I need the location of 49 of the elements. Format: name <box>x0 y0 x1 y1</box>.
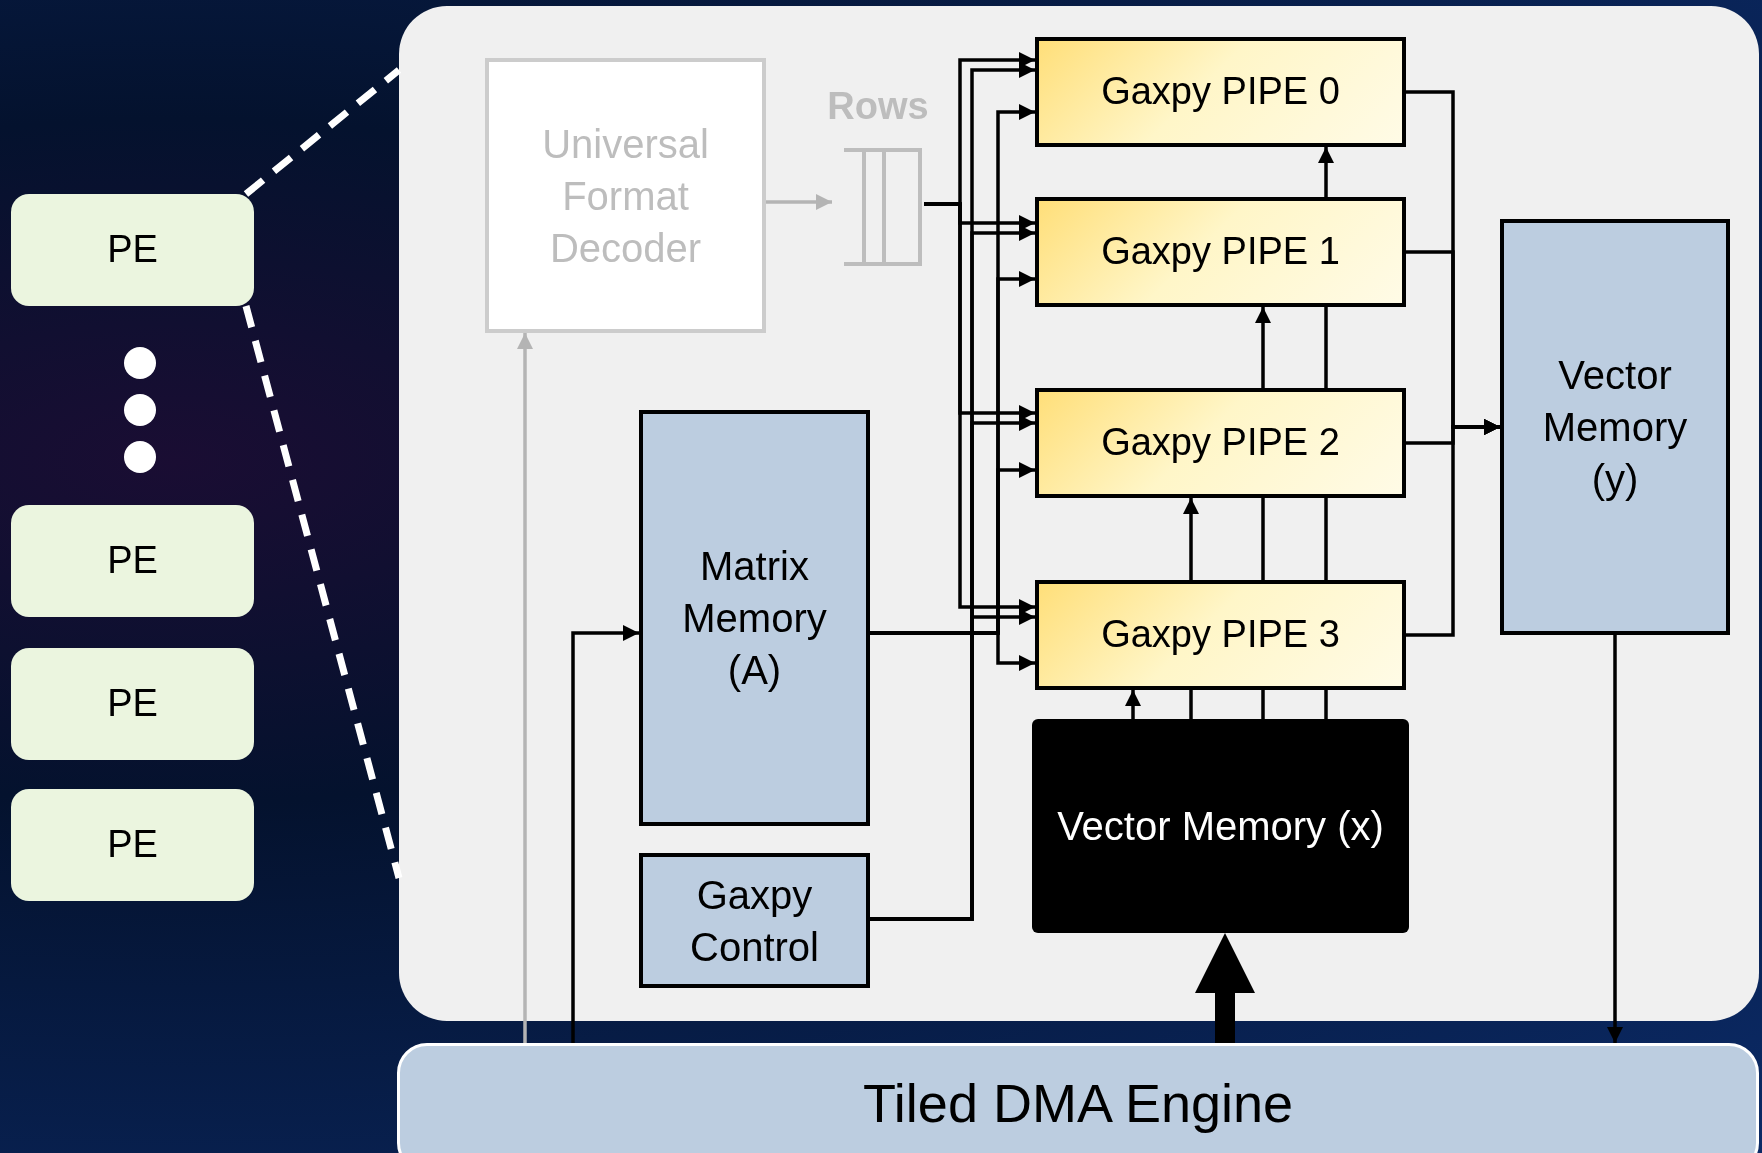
arrow <box>571 625 639 1043</box>
pipe-block <box>1035 37 1406 147</box>
arrow <box>1607 635 1623 1043</box>
block-label: Vector Memory (y) <box>1541 352 1689 503</box>
arrow <box>766 194 832 210</box>
dashed-zoom-line <box>243 67 402 197</box>
thick-arrow <box>1195 933 1255 1043</box>
pipe-block <box>1035 197 1406 307</box>
arrow <box>1318 147 1334 197</box>
decoder-block <box>485 58 766 333</box>
block-label: PE <box>107 681 158 727</box>
block-label: Gaxpy Control <box>689 871 820 971</box>
pe-box <box>11 789 254 901</box>
block-label: Matrix Memory (A) <box>681 543 828 694</box>
memory-block <box>639 410 870 826</box>
pe-box <box>11 505 254 617</box>
block-label: Tiled DMA Engine <box>862 1072 1294 1135</box>
connector-line <box>1324 498 1328 580</box>
memory-block <box>1500 219 1730 635</box>
connector-line <box>1261 498 1265 580</box>
arrow <box>1183 498 1199 580</box>
pe-box <box>11 194 254 306</box>
arrow <box>924 202 1035 615</box>
arrow <box>1125 690 1141 719</box>
zoom-panel <box>399 6 1759 1021</box>
block-label: Gaxpy PIPE 1 <box>1101 229 1340 275</box>
connector-line <box>1189 690 1193 719</box>
pipe-block <box>1035 580 1406 690</box>
arrow <box>870 631 1035 671</box>
memory-block <box>1032 719 1409 933</box>
block-label: Universal Format Decoder <box>541 120 710 272</box>
block-label: PE <box>107 538 158 584</box>
control-block <box>639 853 870 988</box>
pipe-block <box>1035 388 1406 498</box>
arrow <box>517 333 533 1043</box>
block-label: Vector Memory (x) <box>1057 803 1384 850</box>
connector-line <box>1261 690 1265 719</box>
connector-line <box>1324 307 1328 388</box>
dashed-zoom-line <box>242 305 403 879</box>
arrow <box>870 609 1035 921</box>
block-label: Gaxpy PIPE 2 <box>1101 420 1340 466</box>
pe-box <box>11 648 254 760</box>
block-label: Gaxpy PIPE 0 <box>1101 69 1340 115</box>
block-label: PE <box>107 227 158 273</box>
block-label: PE <box>107 822 158 868</box>
block-label: Gaxpy PIPE 3 <box>1101 612 1340 658</box>
connector-line <box>1324 690 1328 719</box>
arrow <box>1255 307 1271 388</box>
dma-engine-bar <box>397 1043 1759 1153</box>
